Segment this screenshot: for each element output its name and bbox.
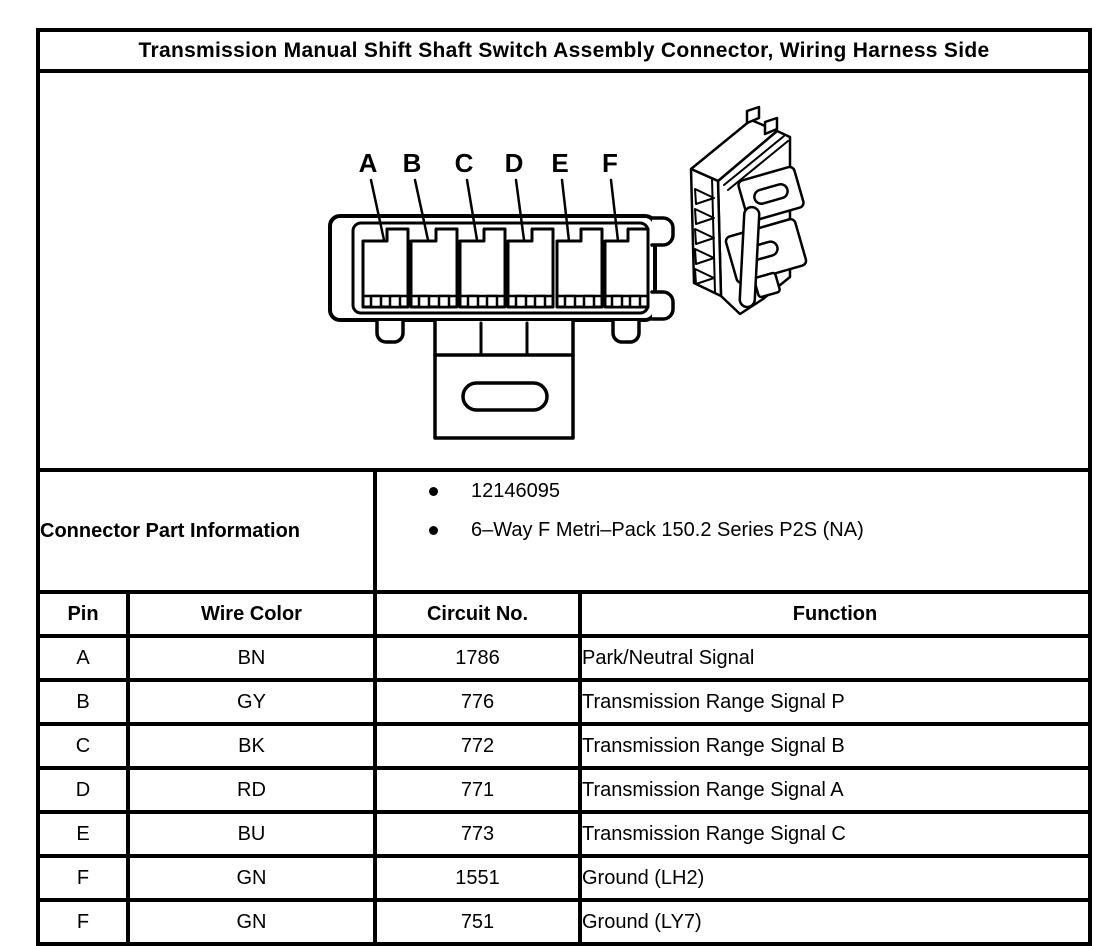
leg-left: [375, 319, 405, 344]
function-cell: Transmission Range Signal C: [577, 810, 1093, 858]
table-row-pin-a: A BN 1786 Park/Neutral Signal: [36, 634, 1093, 682]
pin-table-header-row: Pin Wire Color Circuit No. Function: [36, 590, 1093, 638]
function-cell: Transmission Range Signal A: [577, 766, 1093, 814]
pin-cell: A: [36, 634, 130, 682]
pin-label-e: E: [551, 148, 568, 178]
right-tab-top: [650, 216, 675, 247]
pin-cell: B: [36, 678, 130, 726]
bullet-icon: [429, 487, 438, 496]
pin-label-d: D: [505, 148, 524, 178]
page-title: Transmission Manual Shift Shaft Switch A…: [35, 28, 1093, 73]
col-header-wire-color: Wire Color: [126, 590, 377, 638]
leg-right: [611, 319, 641, 344]
connector-diagram: A B C D E F: [328, 105, 808, 440]
part-series: 6–Way F Metri–Pack 150.2 Series P2S (NA): [471, 519, 864, 541]
table-row-pin-b: B GY 776 Transmission Range Signal P: [36, 678, 1093, 726]
part-info-label: Connector Part Information: [36, 468, 377, 594]
right-tab-bottom: [650, 290, 675, 321]
table-row-pin-e: E BU 773 Transmission Range Signal C: [36, 810, 1093, 858]
title-row: Transmission Manual Shift Shaft Switch A…: [35, 28, 1093, 73]
table-row-pin-f2: F GN 751 Ground (LY7): [36, 898, 1093, 946]
circuit-no-cell: 773: [373, 810, 582, 858]
wire-color-cell: BK: [126, 722, 377, 770]
iso-slot-upper: [753, 182, 789, 206]
pin-cell: D: [36, 766, 130, 814]
wire-color-cell: GN: [126, 854, 377, 902]
col-header-pin: Pin: [36, 590, 130, 638]
pin-labels: A B C D E F: [359, 148, 618, 178]
part-number-item: 12146095: [377, 472, 1088, 511]
table-row-pin-c: C BK 772 Transmission Range Signal B: [36, 722, 1093, 770]
wire-color-cell: BU: [126, 810, 377, 858]
pin-label-f: F: [602, 148, 618, 178]
function-cell: Ground (LH2): [577, 854, 1093, 902]
wire-color-cell: GY: [126, 678, 377, 726]
iso-top-tab-2: [763, 116, 779, 136]
table-row-pin-f1: F GN 1551 Ground (LH2): [36, 854, 1093, 902]
wire-color-cell: GN: [126, 898, 377, 946]
connector-front-view: [328, 178, 675, 440]
service-manual-page: Transmission Manual Shift Shaft Switch A…: [35, 28, 1093, 946]
wire-color-cell: RD: [126, 766, 377, 814]
col-header-function: Function: [577, 590, 1093, 638]
part-number: 12146095: [471, 480, 560, 502]
function-cell: Transmission Range Signal B: [577, 722, 1093, 770]
pin-leader-lines: [369, 178, 620, 243]
function-cell: Ground (LY7): [577, 898, 1093, 946]
diagram-row: A B C D E F: [35, 69, 1093, 472]
iso-foot: [753, 271, 781, 299]
connector-iso-view: [689, 105, 808, 316]
pin-cell: F: [36, 898, 130, 946]
circuit-no-cell: 771: [373, 766, 582, 814]
circuit-no-cell: 751: [373, 898, 582, 946]
lock-slot: [461, 381, 549, 412]
iso-strap: [738, 205, 761, 309]
table-row-pin-d: D RD 771 Transmission Range Signal A: [36, 766, 1093, 814]
function-cell: Transmission Range Signal P: [577, 678, 1093, 726]
circuit-no-cell: 776: [373, 678, 582, 726]
iso-cavity-wedges: [694, 188, 715, 285]
col-header-circuit-no: Circuit No.: [373, 590, 582, 638]
part-info-row: Connector Part Information 12146095 6–Wa…: [36, 468, 1093, 594]
iso-top-tab-1: [745, 105, 761, 125]
wire-color-cell: BN: [126, 634, 377, 682]
circuit-no-cell: 1551: [373, 854, 582, 902]
pin-label-b: B: [403, 148, 422, 178]
center-block: [433, 319, 575, 357]
connector-diagram-cell: A B C D E F: [35, 69, 1093, 472]
pin-cell: C: [36, 722, 130, 770]
pin-label-a: A: [359, 148, 378, 178]
function-cell: Park/Neutral Signal: [577, 634, 1093, 682]
part-series-item: 6–Way F Metri–Pack 150.2 Series P2S (NA): [377, 511, 1088, 550]
terminal-cavities: [361, 227, 650, 309]
circuit-no-cell: 772: [373, 722, 582, 770]
circuit-no-cell: 1786: [373, 634, 582, 682]
pin-cell: E: [36, 810, 130, 858]
bullet-icon: [429, 526, 438, 535]
part-info-values: 12146095 6–Way F Metri–Pack 150.2 Series…: [372, 468, 1093, 594]
connector-info-table: Transmission Manual Shift Shaft Switch A…: [35, 28, 1093, 946]
pin-label-c: C: [455, 148, 474, 178]
pin-cell: F: [36, 854, 130, 902]
